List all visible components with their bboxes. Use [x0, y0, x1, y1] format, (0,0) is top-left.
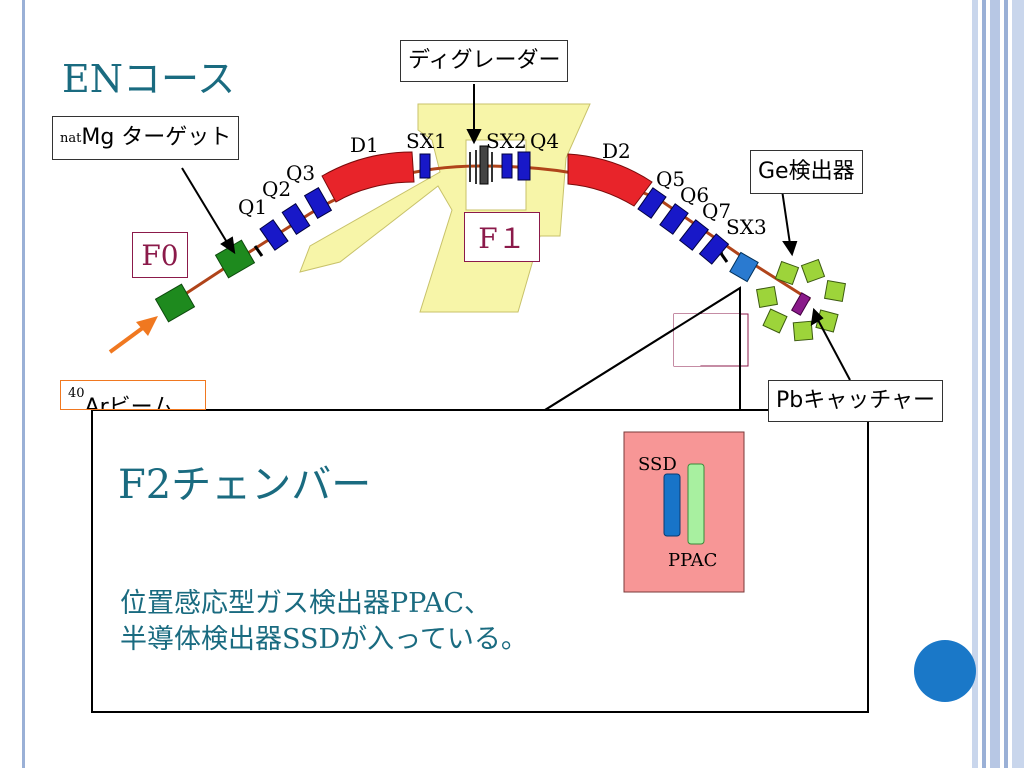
beam-arrow-icon: [108, 316, 158, 354]
slide-left-rule: [22, 0, 25, 768]
pb-catcher-callout: Pbキャッチャー: [768, 380, 944, 422]
popup-description-line-2: 半導体検出器SSDが入っている。: [120, 624, 528, 655]
ssd-label: SSD: [638, 454, 677, 475]
callout-pointers: [181, 84, 851, 381]
label-q1: Q1: [238, 195, 267, 219]
target-isotope-sup: nat: [60, 130, 82, 146]
slide-right-decoration: [972, 0, 1024, 768]
label-d1: D1: [350, 133, 379, 157]
pb-catcher-callout-text: Pbキャッチャー: [776, 388, 936, 413]
sextupole-sx3: [729, 251, 759, 283]
label-q5: Q5: [656, 167, 685, 191]
beam-isotope-sup: 40: [68, 386, 85, 401]
label-q4: Q4: [530, 129, 559, 153]
target-callout-text: Mg ターゲット: [81, 125, 232, 150]
focal-plane-f1: F１: [464, 212, 540, 262]
beam-callout-text: Arビーム: [84, 395, 174, 410]
dipole-d1: [321, 151, 415, 203]
beam-callout: 40 Arビーム: [60, 380, 206, 410]
ge-detector-callout: Ge検出器: [750, 150, 863, 194]
label-sx1: SX1: [406, 129, 447, 153]
pb-catcher: [790, 292, 812, 316]
quadrupoles-downstream: [637, 187, 730, 265]
focal-plane-f0: F0: [132, 232, 188, 278]
f2-chamber-panel: [623, 431, 745, 593]
quadrupole-q4: [517, 151, 531, 181]
slide-nav-dot[interactable]: [914, 640, 976, 702]
label-q2: Q2: [262, 177, 291, 201]
ppac-label: PPAC: [668, 550, 717, 571]
target-block-upstream: [154, 283, 196, 323]
label-sx3: SX3: [726, 215, 767, 239]
ppac-detector: [687, 463, 705, 545]
label-q6: Q6: [680, 183, 709, 207]
degrader-callout: ディグレーダー: [400, 40, 569, 82]
target-block: [214, 239, 256, 279]
popup-title: F2チェンバー: [118, 462, 372, 508]
sextupole-sx2: [501, 153, 513, 179]
dipole-d2: [567, 153, 653, 207]
label-d2: D2: [602, 139, 631, 163]
ge-detector-callout-text: Ge検出器: [758, 159, 855, 184]
sextupole-sx1: [419, 153, 431, 179]
ssd-detector: [663, 473, 681, 537]
label-q3: Q3: [286, 161, 315, 185]
target-callout: nat Mg ターゲット: [52, 116, 240, 160]
popup-description-line-1: 位置感応型ガス検出器PPAC、: [120, 588, 492, 619]
degrader-callout-text: ディグレーダー: [408, 48, 561, 73]
popup-description: 位置感応型ガス検出器PPAC、 半導体検出器SSDが入っている。: [120, 586, 528, 658]
ge-detector-array: [755, 258, 847, 342]
slide-title: ENコース: [62, 57, 236, 101]
quadrupoles-upstream: [259, 187, 333, 251]
label-q7: Q7: [702, 199, 731, 223]
label-sx2: SX2: [486, 129, 527, 153]
degrader: [469, 145, 493, 185]
